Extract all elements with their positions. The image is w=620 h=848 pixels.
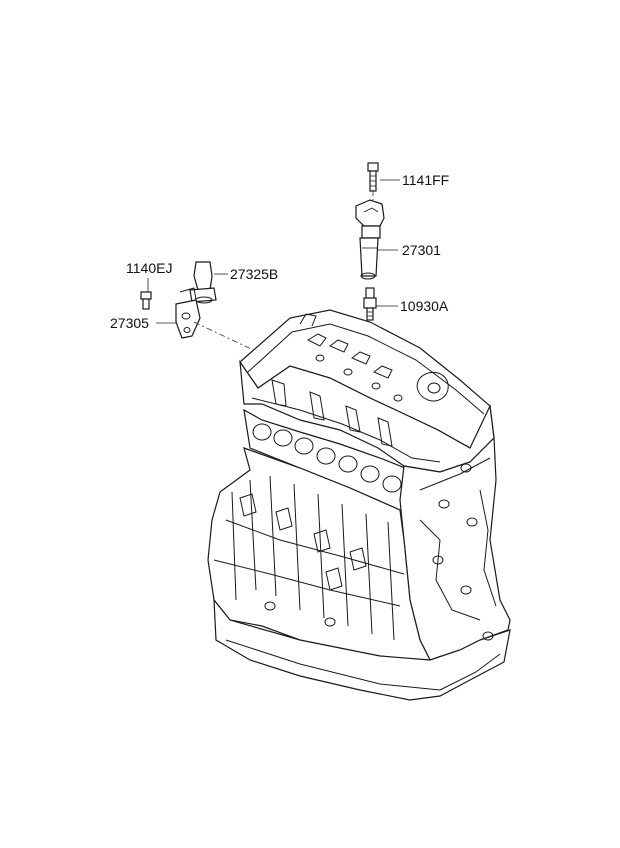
- label-10930a: 10930A: [400, 298, 449, 314]
- port-row: [252, 423, 402, 493]
- label-27325b: 27325B: [230, 266, 279, 282]
- label-27305: 27305: [110, 315, 149, 331]
- leader-lines: [147, 179, 400, 324]
- ignition-coil-part: [355, 199, 385, 280]
- bolt-1140ej-part: [140, 291, 152, 310]
- label-1140ej: 1140EJ: [126, 260, 173, 276]
- spark-plug-part: [363, 287, 377, 321]
- label-1141ff: 1141FF: [402, 172, 450, 188]
- label-27301: 27301: [402, 242, 441, 258]
- bracket-27305-part: [175, 287, 201, 339]
- engine-block: [207, 309, 511, 701]
- bolt-1141ff-part: [367, 162, 379, 192]
- cam-sensor-part: [189, 261, 217, 304]
